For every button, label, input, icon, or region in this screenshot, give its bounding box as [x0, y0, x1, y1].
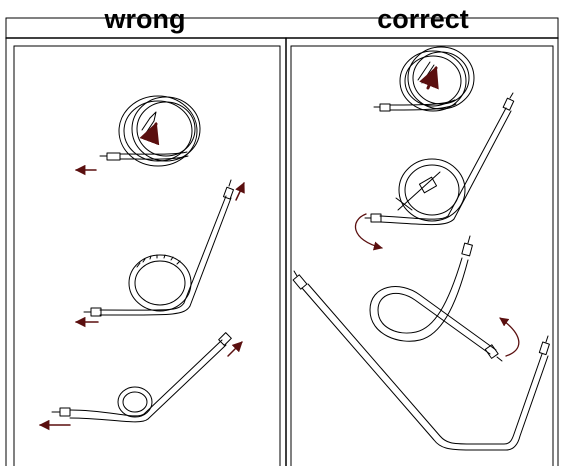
correct-coil-3	[369, 235, 520, 362]
table-frame	[5, 17, 559, 466]
wrong-coil-3	[38, 332, 243, 431]
header-wrong: wrong	[104, 4, 186, 34]
header-correct: correct	[377, 4, 469, 34]
correct-coil-1	[373, 46, 475, 112]
correct-cable-4	[292, 270, 550, 451]
wrong-coil-1	[74, 95, 201, 176]
correct-coil-2	[354, 92, 515, 251]
wrong-coil-2	[74, 179, 245, 328]
